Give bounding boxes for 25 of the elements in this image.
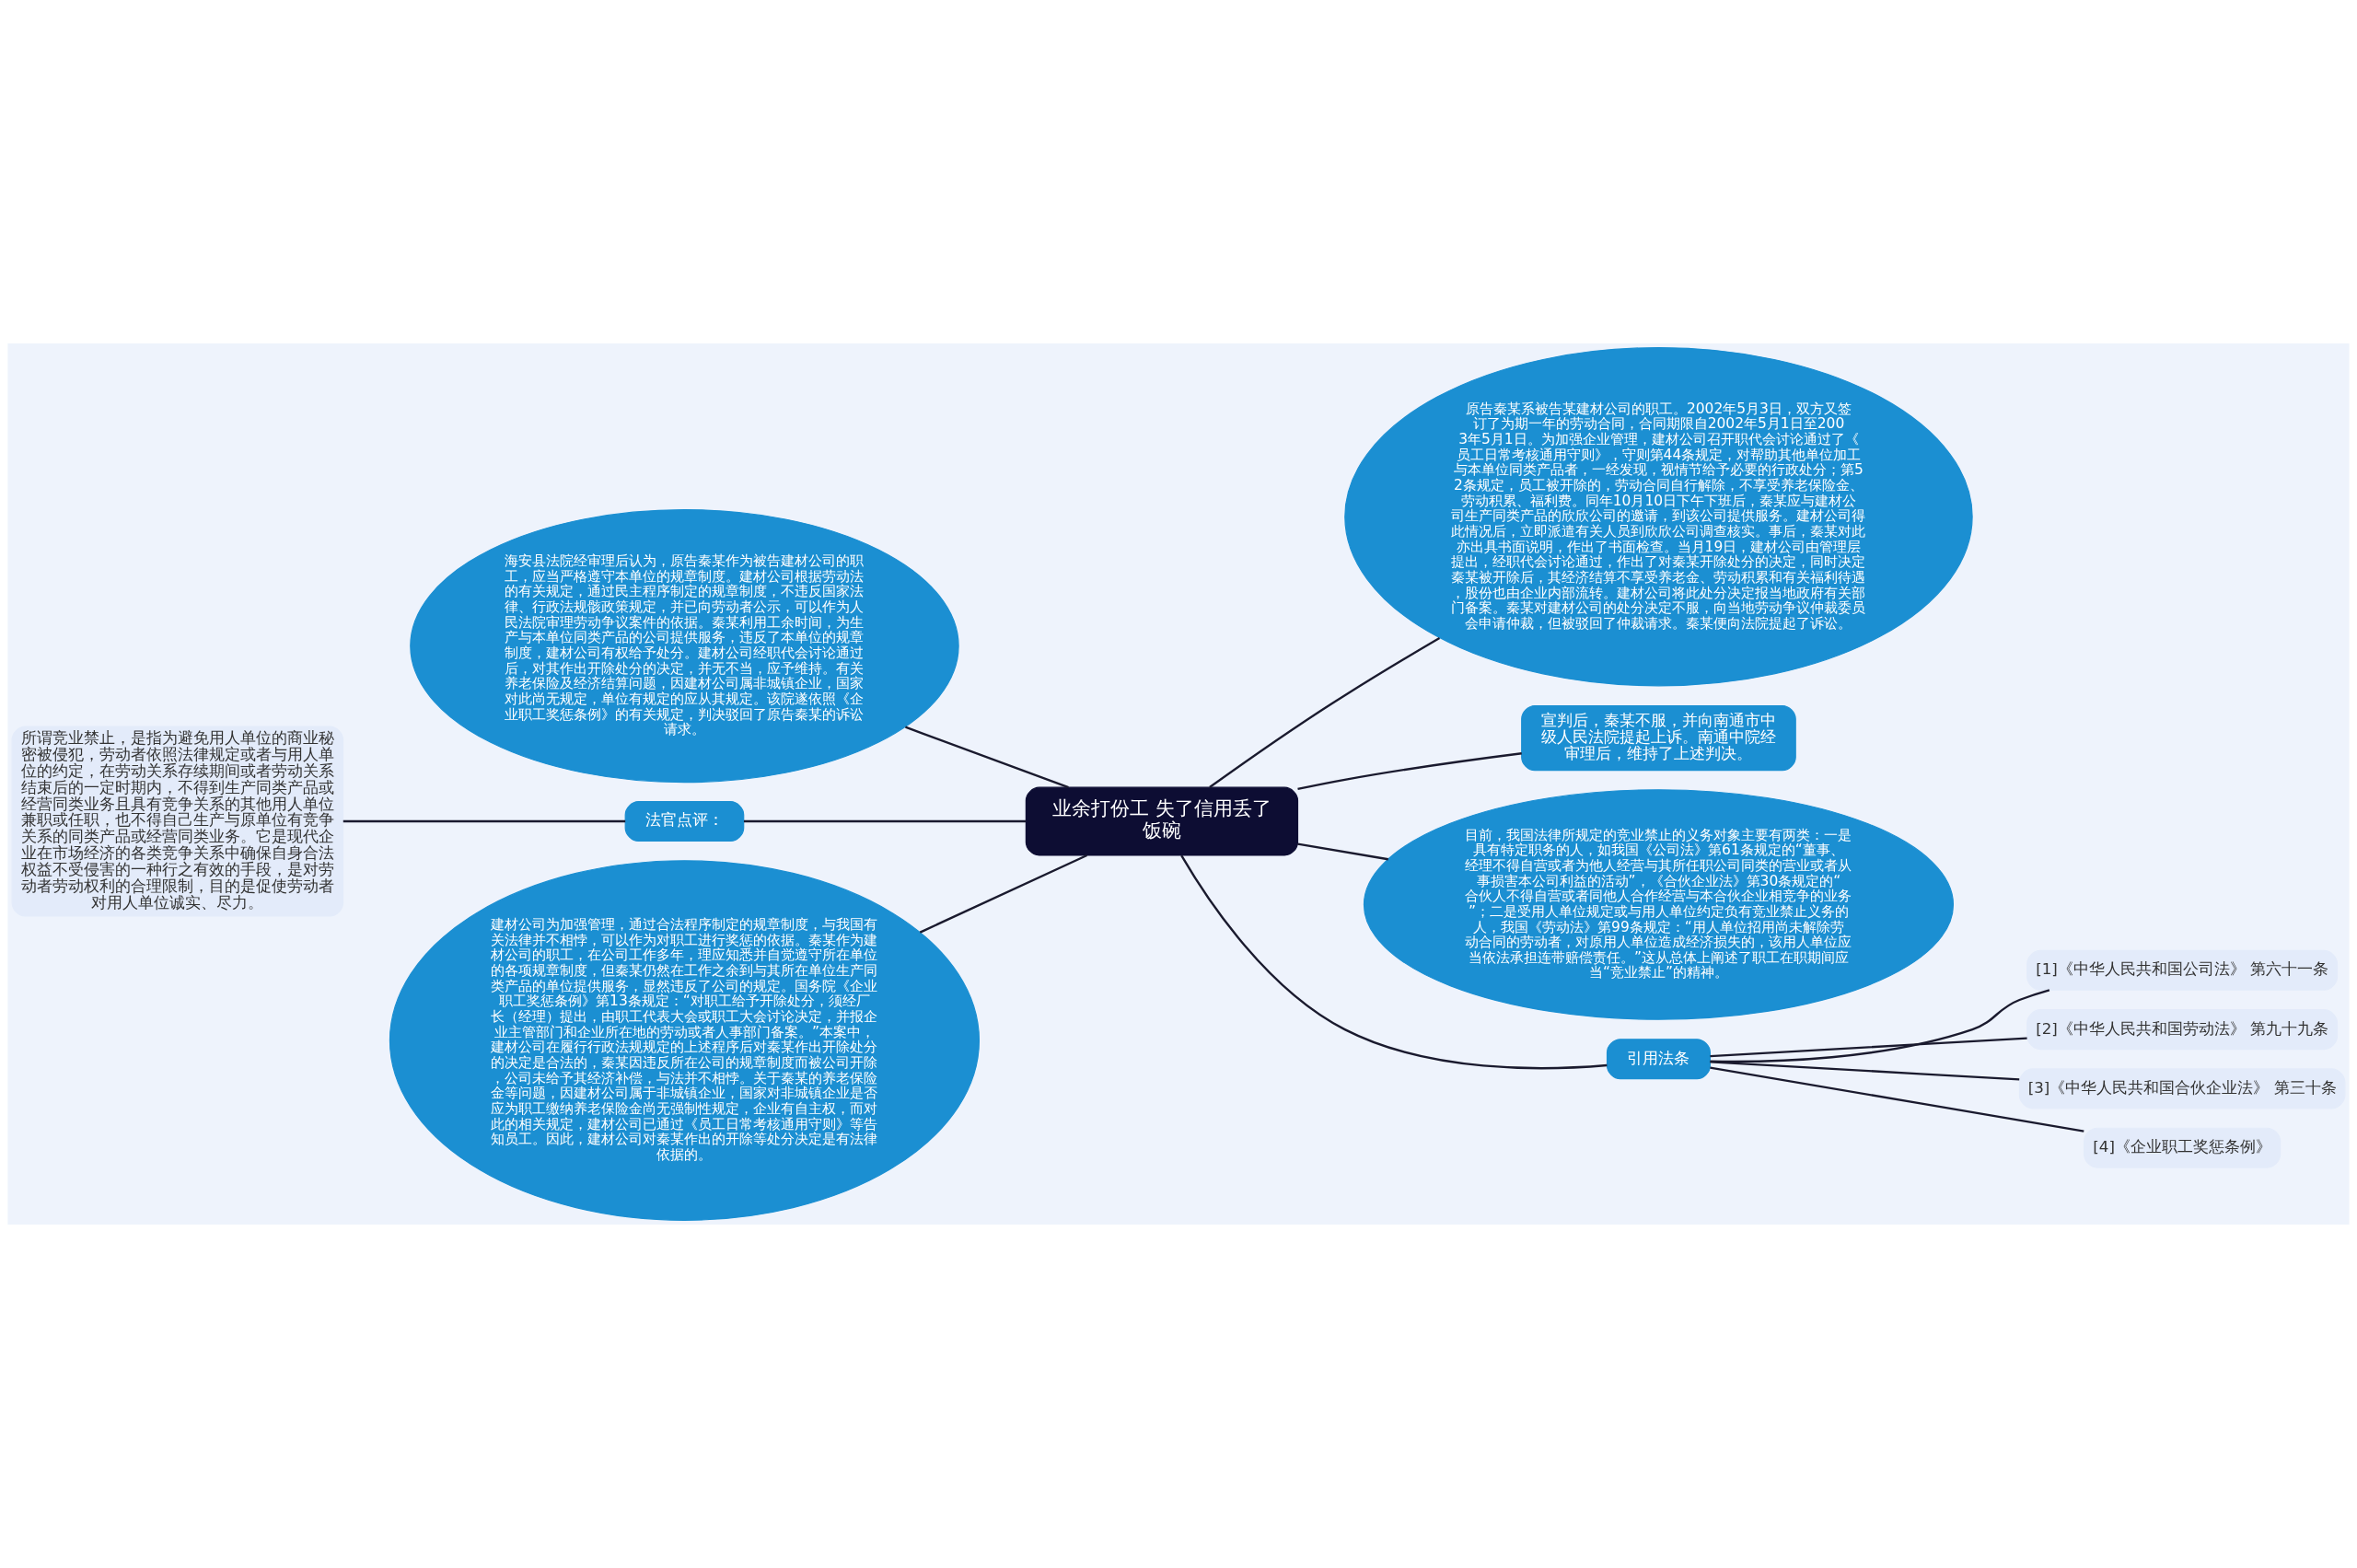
connector [1209, 636, 1441, 788]
node-box: [3]《中华人民共和国合伙企业法》 第三十条 [2018, 1068, 2346, 1109]
node-ellipse: 海安县法院经审理后认为，原告秦某作为被告建材公司的职工，应当严格遵守本单位的规章制度。建材公司根据劳动法的有关规定，通过民主程序制定的规章制度，不违反国家法律、行政法规骸政策规定，并已向劳动者公示，可以作为人民法院审理劳动争议案件的依据。秦某利用工余时间，为生产与本单位同类产品的公司提供服务，违反了本单位的规章制度，建材公司有权给予处分。建材公司经职代会讨论通过后，对其作出开除处分的决定，并无不当，应予维持。有关养老保险及经济结算问题，因建材公司属非城镇企业，国家对此尚无规定，单位有规定的应从其规定。该院遂依照《企业职工奖惩条例》的有关规定，判决驳回了原告秦某的诉讼请求。 [410, 509, 959, 784]
node-box: 所谓竞业禁止，是指为避免用人单位的商业秘密被侵犯，劳动者依照法律规定或者与用人单位的约定，在劳动关系存续期间或者劳动关系结束后的一定时期内，不得到生产同类产品或经营同类业务且具有竞争关系的其他用人单位兼职或任职，也不得自己生产与原单位有竞争关系的同类产品或经营同类业务。它是现代企业在市场经济的各类竞争关系中确保自身合法权益不受侵害的一种行之有效的手段，是对劳动者劳动权利的合理限制，目的是促使劳动者对用人单位诚实、尽力。 [11, 726, 344, 917]
node-box: 宣判后，秦某不服，并向南通市中级人民法院提起上诉。南通中院经审理后，维持了上述判决。 [1521, 704, 1796, 772]
node-ellipse: 建材公司为加强管理，通过合法程序制定的规章制度，与我国有关法律并不相悖，可以作为对职工进行奖惩的依据。秦某作为建材公司的职工，在公司工作多年，理应知悉并自觉遵守所在单位的各项规章制度，但秦某仍然在工作之余到与其所在单位生产同类产品的单位提供服务，显然违反了公司的规定。国务院《企业职工奖惩条例》第13条规定：“对职工给予开除处分，须经厂长（经理）提出，由职工代表大会或职工大会讨论决定，并报企业主管部门和企业所在地的劳动或者人事部门备案。”本案中，建材公司在履行行政法规规定的上述程序后对秦某作出开除处分的决定是合法的，秦某因违反所在公司的规章制度而被公司开除，公司未给予其经济补偿，与法并不相悖。关于秦某的养老保险金等问题，因建材公司属于非城镇企业，国家对非城镇企业是否应为职工缴纳养老保险金尚无强制性规定，企业有自主权，而对此的相关规定，建材公司已通过《员工日常考核通用守则》等告知员工。因此，建材公司对秦某作出的开除等处分决定是有法律依据的。 [389, 860, 981, 1221]
node-ellipse: 原告秦某系被告某建材公司的职工。2002年5月3日，双方又签订了为期一年的劳动合同，合同期限自2002年5月1日至2003年5月1日。为加强企业管理，建材公司召开职代会讨论通过了《员工日常考核通用守则》，守则第44条规定，对帮助其他单位加工与本单位同类产品者，一经发现，视情节给予必要的行政处分；第52条规定，员工被开除的，劳动合同自行解除，不享受养老保险金、劳动积累、福利费。同年10月10日下午下班后，秦某应与建材公司生产同类产品的欣欣公司的邀请，到该公司提供服务。建材公司得此情况后，立即派遣有关人员到欣欣公司调查核实。事后，秦某对此亦出具书面说明，作出了书面检查。当月19日，建材公司由管理层提出，经职代会讨论通过，作出了对秦某开除处分的决定，同时决定秦某被开除后，其经济结算不享受养老金、劳动积累和有关福利待遇，股份也由企业内部流转。建材公司将此处分决定报当地政府有关部门备案。秦某对建材公司的处分决定不服，向当地劳动争议仲裁委员会申请仲裁，但被驳回了仲裁请求。秦某便向法院提起了诉讼。 [1344, 347, 1973, 687]
node-box: 法官点评： [624, 801, 745, 842]
connector [1710, 1066, 2084, 1132]
node-box: 业余打份工 失了信用丢了饭碗 [1025, 786, 1299, 856]
connector [1297, 842, 1388, 861]
node-box: [4]《企业职工奖惩条例》 [2084, 1127, 2282, 1168]
connector [1710, 1061, 2020, 1081]
node-box: [2]《中华人民共和国劳动法》 第九十九条 [2026, 1009, 2339, 1051]
connector [919, 854, 1088, 934]
connector [905, 726, 1069, 789]
connector [1710, 1037, 2027, 1058]
connector [743, 819, 1027, 823]
node-box: 引用法条 [1606, 1039, 1711, 1080]
connector [343, 819, 626, 823]
connector [1710, 989, 2050, 1063]
node-box: [1]《中华人民共和国公司法》 第六十一条 [2026, 949, 2339, 991]
node-ellipse: 目前，我国法律所规定的竞业禁止的义务对象主要有两类：一是具有特定职务的人，如我国《公司法》第61条规定的“董事、经理不得自营或者为他人经营与其所任职公司同类的营业或者从事损害本公司利益的活动”，《合伙企业法》第30条规定的“合伙人不得自营或者同他人合作经营与本合伙企业相竞争的业务”；二是受用人单位规定或与用人单位约定负有竞业禁止义务的人，我国《劳动法》第99条规定：“用人单位招用尚未解除劳动合同的劳动者，对原用人单位造成经济损失的，该用人单位应当依法承担连带赔偿责任。”这从总体上阐述了职工在职期间应当“竞业禁止”的精神。 [1363, 789, 1955, 1020]
connector [1297, 752, 1522, 791]
connector [1180, 854, 1608, 1070]
